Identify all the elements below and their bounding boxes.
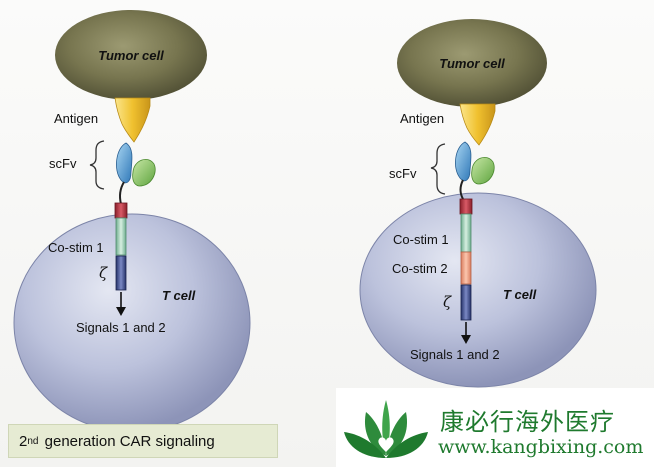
left-costim1-domain: [115, 217, 127, 256]
left-hinge-domain: [114, 202, 128, 219]
left-t-cell-label: T cell: [162, 288, 196, 303]
right-antigen-label: Antigen: [400, 111, 444, 126]
right-zeta-domain: [460, 284, 472, 321]
right-t-cell-label: T cell: [503, 287, 537, 302]
left-zeta-label: ζ: [99, 264, 108, 282]
right-t-cell: [359, 192, 597, 388]
caption-text: generation CAR signaling: [44, 432, 215, 450]
left-zeta-domain: [115, 255, 127, 291]
right-hinge-domain: [459, 198, 473, 215]
right-signals-label: Signals 1 and 2: [410, 347, 500, 362]
left-antigen-label: Antigen: [54, 111, 98, 126]
left-tumor-cell: [55, 10, 207, 100]
caption-prefix: 2: [19, 432, 28, 450]
left-antigen: [114, 97, 151, 143]
left-signal-arrow-icon: [116, 307, 126, 316]
watermark-url: www.kangbixing.com: [438, 436, 644, 458]
right-panel: Tumor cell Antigen scFv Co-stim 1 Co-sti…: [359, 19, 597, 388]
watermark-chinese-name: 康必行海外医疗: [440, 408, 615, 436]
right-scfv-label: scFv: [389, 166, 417, 181]
right-zeta-label: ζ: [443, 293, 452, 311]
right-linker: [459, 179, 464, 200]
left-scfv-label: scFv: [49, 156, 77, 171]
left-scfv-heavy-chain: [116, 142, 133, 184]
right-tumor-label: Tumor cell: [439, 56, 505, 71]
left-costim1-label: Co-stim 1: [48, 240, 104, 255]
caption-superscript: nd: [27, 435, 39, 447]
left-scfv-light-chain: [132, 159, 156, 187]
right-costim2-label: Co-stim 2: [392, 261, 448, 276]
right-signal-arrow-icon: [461, 335, 471, 344]
right-tumor-cell: [397, 19, 547, 107]
lotus-logo-icon: [344, 400, 428, 458]
left-scfv-bracket: [89, 140, 105, 190]
right-antigen: [459, 103, 496, 146]
right-costim2-domain: [460, 251, 472, 285]
left-signals-label: Signals 1 and 2: [76, 320, 166, 335]
right-scfv-bracket: [430, 143, 446, 195]
left-tumor-label: Tumor cell: [98, 48, 164, 63]
left-linker: [119, 181, 125, 205]
right-scfv-heavy-chain: [455, 141, 472, 182]
right-costim1-label: Co-stim 1: [393, 232, 449, 247]
right-scfv-light-chain: [471, 157, 495, 185]
right-costim1-domain: [460, 213, 472, 253]
left-panel: Tumor cell Antigen scFv Co-stim 1 ζ T ce…: [13, 10, 251, 433]
